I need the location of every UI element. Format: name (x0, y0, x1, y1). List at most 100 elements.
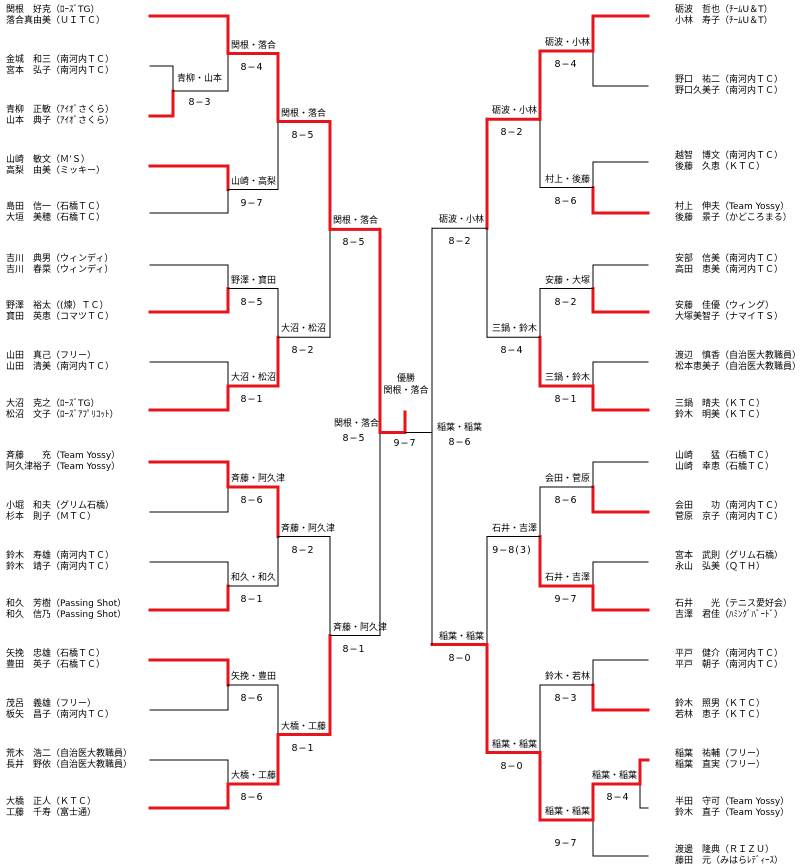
player-name-1: 安藤 佳優（ウィング） (675, 301, 775, 311)
team-entry: 大沼 克之（ﾛｰｽﾞTG）松沼 文子（ﾛｰｽﾞｱﾌﾟﾘｺｯﾄ） (6, 399, 119, 421)
match-score: 8−4 (606, 792, 630, 803)
match-winner: 砺波・小林 (438, 215, 484, 226)
team-entry: 大橋 正人（ＫＴＣ）工藤 千寿（富士通） (6, 797, 96, 819)
match-score: 8−5 (342, 433, 366, 445)
player-name-1: 関根 好克（ﾛｰｽﾞTG） (6, 5, 100, 15)
player-name-2: 永山 弘美（ＱＴＨ） (675, 562, 766, 572)
player-name-2: 藤田 元（みはらﾚﾃﾞｨｰｽ） (675, 856, 784, 866)
player-name-2: 吉川 春菜（ウィンディ） (6, 265, 114, 275)
match-score: 8−3 (188, 97, 212, 108)
player-name-1: 石井 光（テニス愛好会） (675, 599, 793, 609)
team-entry: 渡辺 慎香（自治医大教職員）松本恵美子（自治医大教職員） (675, 351, 801, 373)
player-name-2: 山田 清美（南河内ＴＣ） (6, 362, 115, 372)
team-entry: 山崎 猛（石橋ＴＣ）山崎 幸恵（石橋ＴＣ） (675, 451, 774, 473)
match-score: 8−6 (448, 437, 472, 449)
player-name-2: 阿久津裕子（Team Yossy） (6, 462, 121, 472)
player-name-1: 野澤 裕太（(煉）ＴＣ） (6, 301, 109, 311)
match-score: 8−5 (342, 237, 366, 249)
match-score: 8−2 (500, 127, 524, 139)
player-name-1: 小堀 和夫（グリム石橋） (6, 501, 115, 511)
player-name-2: 山崎 幸恵（石橋ＴＣ） (675, 462, 775, 472)
player-name-2: 鈴木 明美（ＫＴＣ） (675, 410, 766, 420)
player-name-2: 大垣 美穂（石橋ＴＣ） (6, 213, 106, 223)
match-score: 8−2 (291, 345, 315, 357)
player-name-1: 宮本 武則（グリム石橋） (675, 551, 784, 561)
match-winner: 関根・落合 (231, 40, 277, 51)
match-winner: 関根・落合 (334, 419, 380, 430)
team-entry: 三鍋 晴夫（ＫＴＣ）鈴木 明美（ＫＴＣ） (675, 399, 765, 421)
player-name-2: 平戸 朝子（南河内ＴＣ） (675, 660, 784, 670)
player-name-2: 大塚美智子（ナマイＴＳ） (675, 312, 784, 322)
match-winner: 山崎・高梨 (231, 176, 277, 187)
player-name-1: 野口 祐二（南河内ＴＣ） (675, 75, 784, 85)
match-winner: 野澤・寶田 (231, 275, 277, 286)
match-winner: 三鍋・鈴木 (544, 373, 590, 383)
player-name-1: 会田 功（南河内ＴＣ） (675, 501, 784, 511)
player-name-2: 杉本 則子（ＭＴＣ） (6, 512, 97, 522)
player-name-1: 鈴木 照男（ＫＴＣ） (675, 699, 766, 709)
player-name-1: 渡辺 慎香（自治医大教職員） (675, 351, 802, 361)
team-entry: 鈴木 照男（ＫＴＣ）若林 恵子（ＫＴＣ） (675, 699, 765, 721)
team-entry: 宮本 武則（グリム石橋）永山 弘美（ＱＴＨ） (675, 551, 783, 573)
match-winner: 斉藤・阿久津 (333, 622, 388, 633)
player-name-2: 吉澤 君佳（ﾊﾐﾝｸﾞﾊﾞｰﾄﾞ） (675, 610, 784, 620)
match-winner: 和久・和久 (231, 573, 277, 583)
team-entry: 斉藤 充（Team Yossy）阿久津裕子（Team Yossy） (6, 451, 120, 473)
team-entry: 鈴木 寿雄（南河内ＴＣ）鈴木 靖子（南河内ＴＣ） (6, 551, 114, 573)
player-name-2: 後藤 久恵（ＫＴＣ） (675, 162, 766, 172)
match-score: 8−6 (240, 495, 264, 506)
player-name-1: 大橋 正人（ＫＴＣ） (6, 797, 97, 807)
player-name-2: 宮本 弘子（南河内ＴＣ） (6, 66, 115, 76)
match-winner: 大沼・松沼 (231, 373, 277, 383)
player-name-1: 山崎 猛（石橋ＴＣ） (675, 451, 775, 461)
player-name-2: 寶田 英恵（コマツＴＣ） (6, 312, 115, 322)
player-name-2: 稲葉 直実（フリー） (675, 760, 766, 770)
match-score: 9−7 (554, 594, 578, 605)
team-entry: 会田 功（南河内ＴＣ）菅原 京子（南河内ＴＣ） (675, 501, 783, 523)
match-score: 8−4 (500, 345, 524, 357)
match-winner: 関根・落合 (281, 108, 327, 119)
match-score: 8−1 (291, 742, 315, 754)
player-name-1: 平戸 健介（南河内ＴＣ） (675, 649, 784, 659)
player-name-1: 吉川 典男（ウィンディ） (6, 254, 114, 264)
player-name-1: 鈴木 寿雄（南河内ＴＣ） (6, 551, 115, 561)
team-entry: 山田 真己（フリー）山田 清美（南河内ＴＣ） (6, 351, 114, 373)
player-name-1: 越智 博文（南河内ＴＣ） (675, 151, 784, 161)
team-entry: 小堀 和夫（グリム石橋）杉本 則子（ＭＴＣ） (6, 501, 114, 523)
match-winner: 鈴木・若林 (544, 672, 590, 682)
match-score: 8−4 (240, 61, 264, 73)
match-winner: 石井・吉澤 (491, 523, 537, 534)
player-name-1: 茂呂 義雄（フリー） (6, 699, 97, 709)
match-winner: 大橋・工藤 (231, 771, 277, 781)
champion-pair: 関根・落合 (383, 386, 429, 396)
match-score: 8−6 (554, 195, 578, 207)
match-winner: 砺波・小林 (491, 106, 537, 117)
player-name-1: 安部 信美（南河内ＴＣ） (675, 254, 784, 264)
player-name-2: 工藤 千寿（富士通） (6, 808, 97, 818)
team-entry: 砺波 哲也（ﾁｰﾑU＆T）小林 寿子（ﾁｰﾑU＆T） (675, 5, 773, 27)
team-entry: 吉川 典男（ウィンディ）吉川 春菜（ウィンディ） (6, 254, 113, 276)
match-winner: 斉藤・阿久津 (231, 474, 286, 484)
match-winner: 関根・落合 (333, 216, 379, 227)
player-name-1: 山崎 敏文（Ｍ’Ｓ） (6, 155, 90, 165)
match-winner: 安藤・大塚 (544, 275, 590, 286)
match-score: 8−0 (500, 760, 524, 772)
player-name-1: 村上 伸夫（Team Yossy） (675, 202, 790, 212)
player-name-2: 鈴木 靖子（南河内ＴＣ） (6, 562, 115, 572)
match-score: 8−4 (554, 59, 578, 70)
player-name-2: 松本恵美子（自治医大教職員） (675, 362, 802, 372)
team-entry: 村上 伸夫（Team Yossy）後藤 景子（かどころまる） (675, 202, 792, 224)
player-name-2: 豊田 英子（石橋ＴＣ） (6, 660, 106, 670)
match-winner: 三鍋・鈴木 (491, 324, 537, 335)
player-name-1: 大沼 克之（ﾛｰｽﾞTG） (6, 399, 100, 409)
match-score: 9−7 (554, 838, 578, 849)
player-name-1: 半田 守可（Team Yossy） (675, 797, 790, 807)
player-name-2: 野口久美子（南河内ＴＣ） (675, 86, 784, 96)
match-score: 8−1 (240, 394, 264, 405)
player-name-2: 若林 恵子（ＫＴＣ） (675, 710, 766, 720)
champion-title: 優勝 (396, 374, 415, 384)
team-entry: 島田 信一（石橋ＴＣ）大垣 美穂（石橋ＴＣ） (6, 202, 105, 224)
match-score: 8−1 (554, 394, 578, 405)
player-name-2: 山本 典子（ｱｲｵﾞさくら） (6, 116, 115, 126)
player-name-1: 三鍋 晴夫（ＫＴＣ） (675, 399, 766, 409)
